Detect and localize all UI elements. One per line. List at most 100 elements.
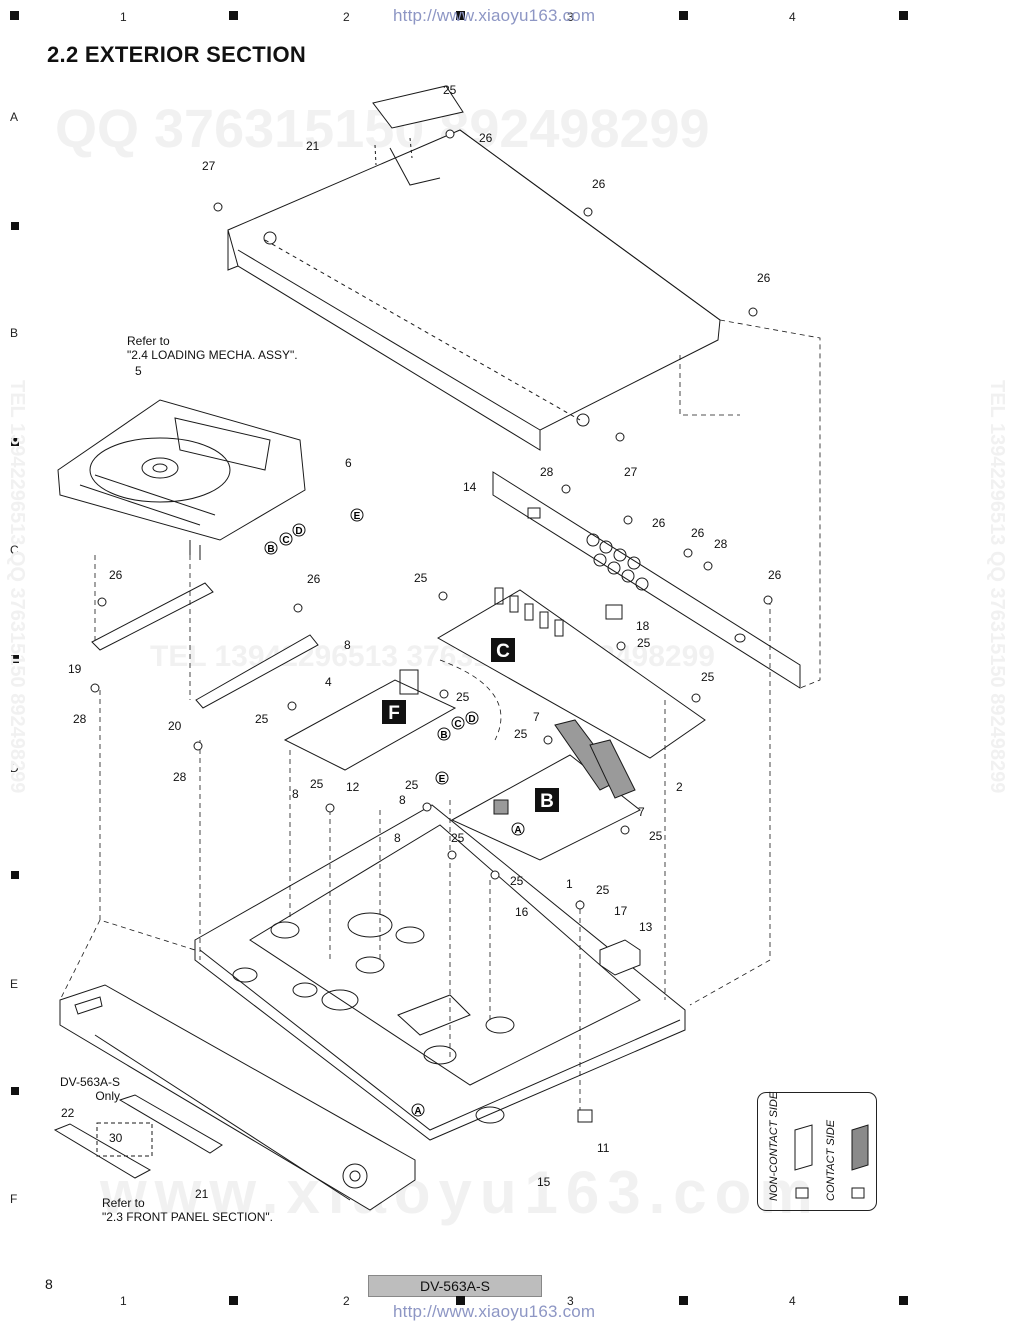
part-label: 26 bbox=[109, 568, 123, 582]
ruler-mark bbox=[679, 11, 688, 20]
ruler-number-4: 4 bbox=[789, 1294, 796, 1308]
ruler-number-2: 2 bbox=[343, 10, 350, 24]
note-loading-mecha: Refer to "2.4 LOADING MECHA. ASSY". bbox=[127, 334, 298, 362]
row-letter-b: B bbox=[10, 326, 19, 340]
part-label: 26 bbox=[307, 572, 321, 586]
part-label: 28 bbox=[173, 770, 187, 784]
watermark-bottom: www.xiaoyu163.com bbox=[100, 1159, 821, 1226]
ruler-number-1: 1 bbox=[120, 1294, 127, 1308]
ruler-mark bbox=[456, 1296, 465, 1305]
ruler-mark bbox=[679, 1296, 688, 1305]
part-label: 13 bbox=[639, 920, 653, 934]
part-label: 26 bbox=[652, 516, 666, 530]
row-mark bbox=[11, 871, 19, 879]
part-label: 26 bbox=[592, 177, 606, 191]
part-label: 26 bbox=[768, 568, 782, 582]
row-letter-e: E bbox=[10, 977, 19, 991]
connector-b: B bbox=[440, 730, 447, 741]
note-model-only: DV-563A-S Only bbox=[59, 1075, 120, 1103]
ruler-number-2: 2 bbox=[343, 1294, 350, 1308]
part-label: 27 bbox=[624, 465, 638, 479]
footer-url-link[interactable]: http://www.xiaoyu163.com bbox=[393, 1302, 596, 1321]
part-label: 28 bbox=[714, 537, 728, 551]
board-f-text: F bbox=[388, 703, 400, 724]
model-number-badge: DV-563A-S bbox=[368, 1275, 542, 1297]
connector-d: D bbox=[468, 714, 475, 725]
part-label: 25 bbox=[456, 690, 470, 704]
part-label: 8 bbox=[399, 793, 406, 807]
part-label: 8 bbox=[394, 831, 401, 845]
part-label: 15 bbox=[537, 1175, 551, 1189]
ruler-number-3: 3 bbox=[567, 10, 574, 24]
part-label: 2 bbox=[676, 780, 683, 794]
part-label: 4 bbox=[325, 675, 332, 689]
part-label: 12 bbox=[346, 780, 360, 794]
part-label: 16 bbox=[515, 905, 529, 919]
part-label: 18 bbox=[636, 619, 650, 633]
part-label: 21 bbox=[195, 1187, 209, 1201]
part-label: 20 bbox=[168, 719, 182, 733]
ruler-mark bbox=[899, 1296, 908, 1305]
part-label: 27 bbox=[202, 159, 216, 173]
page-number: 8 bbox=[45, 1276, 53, 1292]
row-mark bbox=[11, 655, 19, 663]
page-title: 2.2 EXTERIOR SECTION bbox=[47, 42, 307, 67]
part-label: 28 bbox=[73, 712, 87, 726]
board-b-text: B bbox=[540, 791, 554, 812]
connector-b: B bbox=[267, 544, 274, 555]
row-mark bbox=[11, 222, 19, 230]
part-label: 7 bbox=[638, 805, 645, 819]
connector-e: E bbox=[439, 774, 446, 785]
part-label: 6 bbox=[345, 456, 352, 470]
part-label: 25 bbox=[701, 670, 715, 684]
part-label: 25 bbox=[514, 727, 528, 741]
part-label: 28 bbox=[540, 465, 554, 479]
part-label: 8 bbox=[292, 787, 299, 801]
row-mark bbox=[11, 438, 19, 446]
connector-a: A bbox=[414, 1106, 421, 1117]
row-letter-a: A bbox=[10, 110, 19, 124]
part-label: 25 bbox=[443, 83, 457, 97]
part-number-labels: 25 26 21 27 26 26 5 27 6 28 14 26 26 28 … bbox=[61, 83, 782, 1201]
board-c-label bbox=[491, 638, 515, 662]
row-letter-c: C bbox=[10, 543, 19, 557]
part-label: 25 bbox=[310, 777, 324, 791]
part-label: 25 bbox=[255, 712, 269, 726]
connector-a: A bbox=[514, 825, 521, 836]
ruler-mark bbox=[456, 11, 465, 20]
part-label: 25 bbox=[637, 636, 651, 650]
ruler-mark bbox=[229, 1296, 238, 1305]
ruler-number-3: 3 bbox=[567, 1294, 574, 1308]
part-label: 25 bbox=[510, 874, 524, 888]
connector-c: C bbox=[282, 535, 289, 546]
part-label: 26 bbox=[479, 131, 493, 145]
part-label: 25 bbox=[414, 571, 428, 585]
ruler-mark bbox=[10, 11, 19, 20]
legend-contact-label: CONTACT SIDE bbox=[825, 1119, 837, 1201]
header-url-link[interactable]: http://www.xiaoyu163.com bbox=[393, 6, 596, 25]
part-label: 19 bbox=[68, 662, 82, 676]
ruler-mark bbox=[899, 11, 908, 20]
board-c-text: C bbox=[496, 641, 510, 662]
row-letter-f: F bbox=[10, 1192, 18, 1206]
ruler-mark bbox=[229, 11, 238, 20]
part-label: 5 bbox=[135, 364, 142, 378]
connector-d: D bbox=[295, 526, 302, 537]
board-f-label bbox=[382, 700, 406, 724]
part-label: 8 bbox=[344, 638, 351, 652]
part-label: 1 bbox=[566, 877, 573, 891]
part-label: 7 bbox=[533, 710, 540, 724]
board-b-label bbox=[535, 788, 559, 812]
connector-c: C bbox=[454, 719, 461, 730]
part-label: 26 bbox=[691, 526, 705, 540]
part-label: 30 bbox=[109, 1131, 123, 1145]
part-label: 25 bbox=[405, 778, 419, 792]
row-letter-d: D bbox=[10, 761, 19, 775]
note-front-panel: Refer to "2.3 FRONT PANEL SECTION". bbox=[102, 1196, 273, 1224]
part-label: 14 bbox=[463, 480, 477, 494]
part-label: 25 bbox=[596, 883, 610, 897]
ruler-number-4: 4 bbox=[789, 10, 796, 24]
part-label: 25 bbox=[451, 831, 465, 845]
part-label: 25 bbox=[649, 829, 663, 843]
